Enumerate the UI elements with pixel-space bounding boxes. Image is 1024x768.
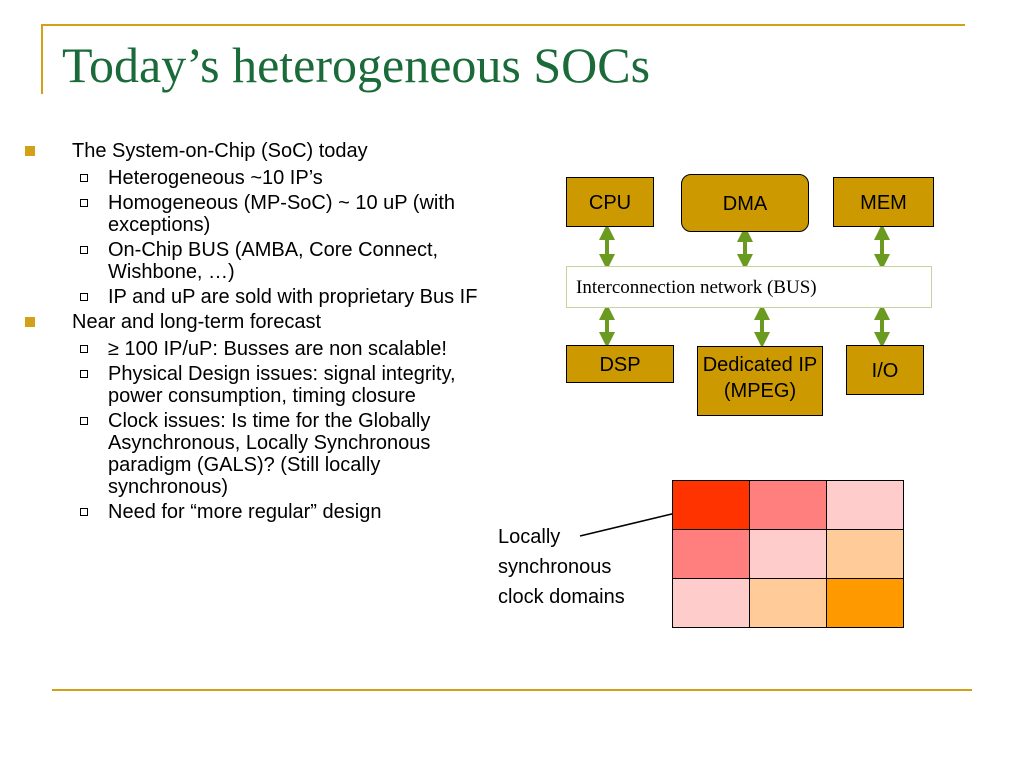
grid-cell bbox=[826, 480, 904, 530]
square-bullet-icon bbox=[25, 146, 35, 156]
block-label: DMA bbox=[722, 193, 768, 215]
hollow-square-bullet-icon bbox=[80, 293, 88, 301]
sub-bullet: Heterogeneous ~10 IP’s bbox=[24, 167, 484, 189]
bullet-soc-today: The System-on-Chip (SoC) today bbox=[24, 140, 484, 163]
hollow-square-bullet-icon bbox=[80, 345, 88, 353]
sub-bullet: Physical Design issues: signal integrity… bbox=[24, 363, 484, 407]
sub-bullet: IP and uP are sold with proprietary Bus … bbox=[24, 286, 484, 308]
sub-bullet: On-Chip BUS (AMBA, Core Connect, Wishbon… bbox=[24, 239, 484, 283]
slide-title: Today’s heterogeneous SOCs bbox=[62, 37, 651, 93]
hollow-square-bullet-icon bbox=[80, 199, 88, 207]
hollow-square-bullet-icon bbox=[80, 417, 88, 425]
hollow-square-bullet-icon bbox=[80, 174, 88, 182]
block-label: CPU bbox=[588, 192, 632, 214]
grid-cell bbox=[749, 578, 827, 628]
bullet-text: The System-on-Chip (SoC) today bbox=[72, 140, 368, 162]
sub-bullet-text: Heterogeneous ~10 IP’s bbox=[108, 167, 323, 189]
top-rule bbox=[41, 24, 965, 26]
sub-bullet-text: Clock issues: Is time for the Globally A… bbox=[108, 410, 431, 498]
sub-bullet-text: Homogeneous (MP-SoC) ~ 10 uP (with excep… bbox=[108, 192, 456, 236]
block-label: MEM bbox=[860, 192, 907, 214]
block-label: I/O bbox=[871, 360, 899, 382]
sub-bullet: ≥ 100 IP/uP: Busses are non scalable! bbox=[24, 338, 484, 360]
grid-row bbox=[672, 480, 904, 530]
block-dsp: DSP bbox=[566, 345, 674, 383]
block-dma: DMA bbox=[681, 174, 809, 232]
sub-bullet-text: On-Chip BUS (AMBA, Core Connect, Wishbon… bbox=[108, 239, 439, 283]
clock-domain-label: Locally synchronous clock domains bbox=[498, 526, 625, 608]
bullet-list: The System-on-Chip (SoC) today Heterogen… bbox=[24, 140, 484, 526]
block-cpu: CPU bbox=[566, 177, 654, 227]
grid-cell bbox=[672, 480, 750, 530]
grid-cell bbox=[749, 529, 827, 579]
sub-bullet-text: Need for “more regular” design bbox=[108, 501, 382, 523]
sub-bullet: Homogeneous (MP-SoC) ~ 10 uP (with excep… bbox=[24, 192, 484, 236]
sub-bullet: Clock issues: Is time for the Globally A… bbox=[24, 410, 484, 498]
grid-cell bbox=[672, 529, 750, 579]
grid-cell bbox=[826, 529, 904, 579]
sub-bullet-text: ≥ 100 IP/uP: Busses are non scalable! bbox=[108, 338, 447, 360]
block-io: I/O bbox=[846, 345, 924, 395]
square-bullet-icon bbox=[25, 317, 35, 327]
left-rule bbox=[41, 24, 43, 94]
grid-row bbox=[672, 578, 904, 628]
sub-bullet-text: IP and uP are sold with proprietary Bus … bbox=[108, 286, 478, 308]
sub-bullet-text: Physical Design issues: signal integrity… bbox=[108, 363, 456, 407]
hollow-square-bullet-icon bbox=[80, 370, 88, 378]
grid-cell bbox=[826, 578, 904, 628]
hollow-square-bullet-icon bbox=[80, 508, 88, 516]
grid-row bbox=[672, 529, 904, 579]
sub-bullet: Need for “more regular” design bbox=[24, 501, 484, 523]
hollow-square-bullet-icon bbox=[80, 246, 88, 254]
interconnection-bus: Interconnection network (BUS) bbox=[566, 266, 932, 308]
block-mem: MEM bbox=[833, 177, 934, 227]
bullet-forecast: Near and long-term forecast bbox=[24, 311, 484, 334]
grid-cell bbox=[672, 578, 750, 628]
block-label: DSP bbox=[599, 354, 641, 376]
bullet-text: Near and long-term forecast bbox=[72, 311, 322, 333]
bottom-rule bbox=[52, 689, 972, 691]
clock-domain-grid bbox=[672, 480, 904, 628]
block-dedicated-ip: Dedicated IP (MPEG) bbox=[697, 346, 823, 416]
grid-cell bbox=[749, 480, 827, 530]
block-label: Dedicated IP (MPEG) bbox=[702, 354, 818, 402]
